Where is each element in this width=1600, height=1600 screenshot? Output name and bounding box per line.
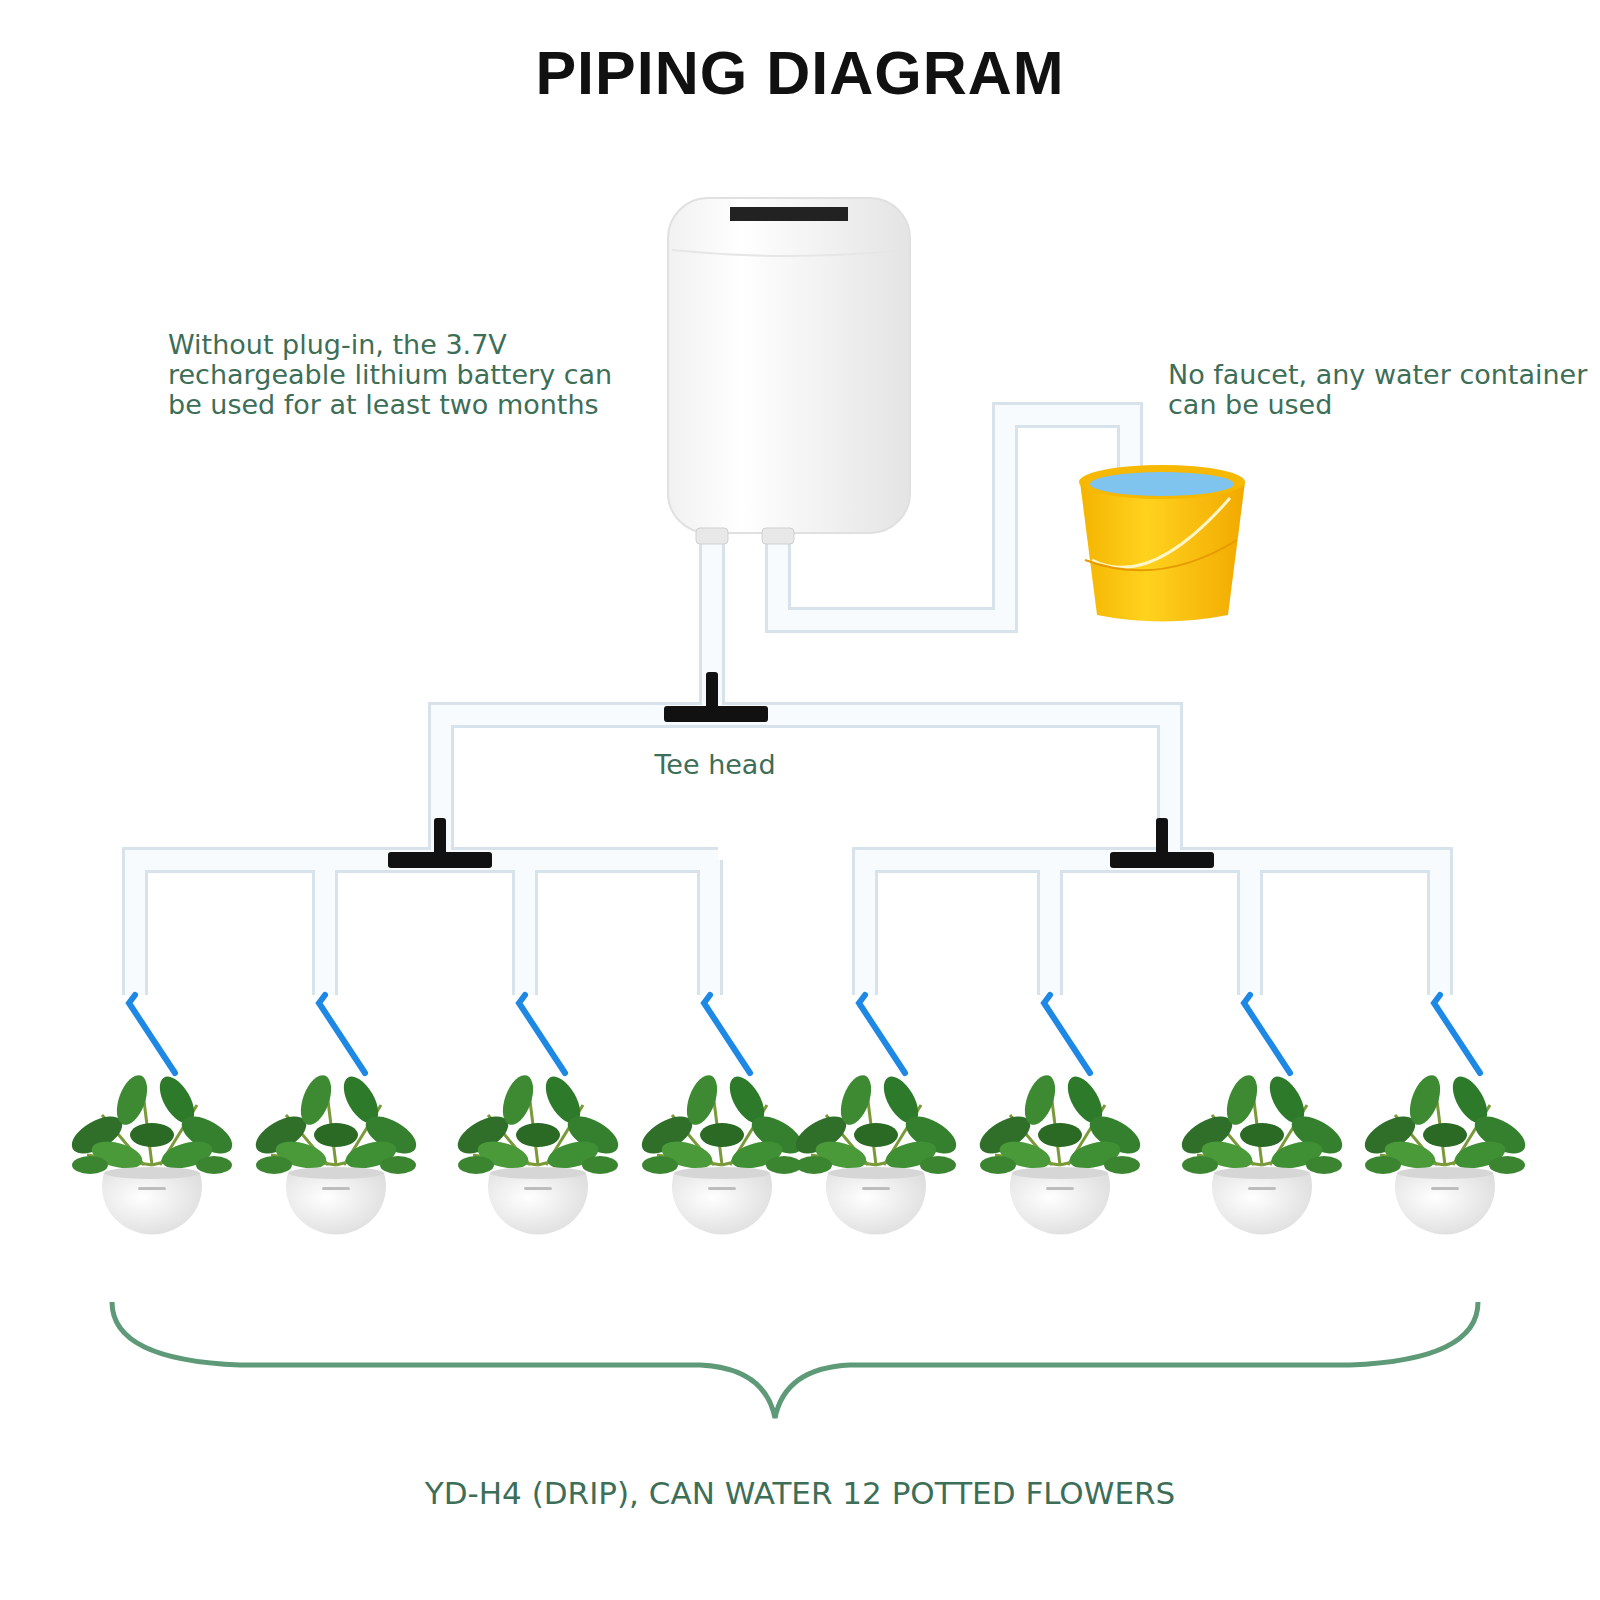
water-bucket (1079, 465, 1245, 622)
tee-fitting (388, 672, 1214, 868)
watering-device (668, 198, 910, 544)
potted-plants (66, 1071, 1531, 1234)
title: PIPING DIAGRAM (0, 38, 1600, 108)
water-source-note: No faucet, any water container can be us… (1168, 360, 1588, 420)
tee-head-label: Tee head (600, 750, 830, 780)
group-brace (112, 1302, 1478, 1418)
battery-note: Without plug-in, the 3.7V rechargeable l… (168, 330, 638, 421)
drip-arrows (129, 995, 1480, 1073)
caption: YD-H4 (DRIP), CAN WATER 12 POTTED FLOWER… (0, 1475, 1600, 1511)
